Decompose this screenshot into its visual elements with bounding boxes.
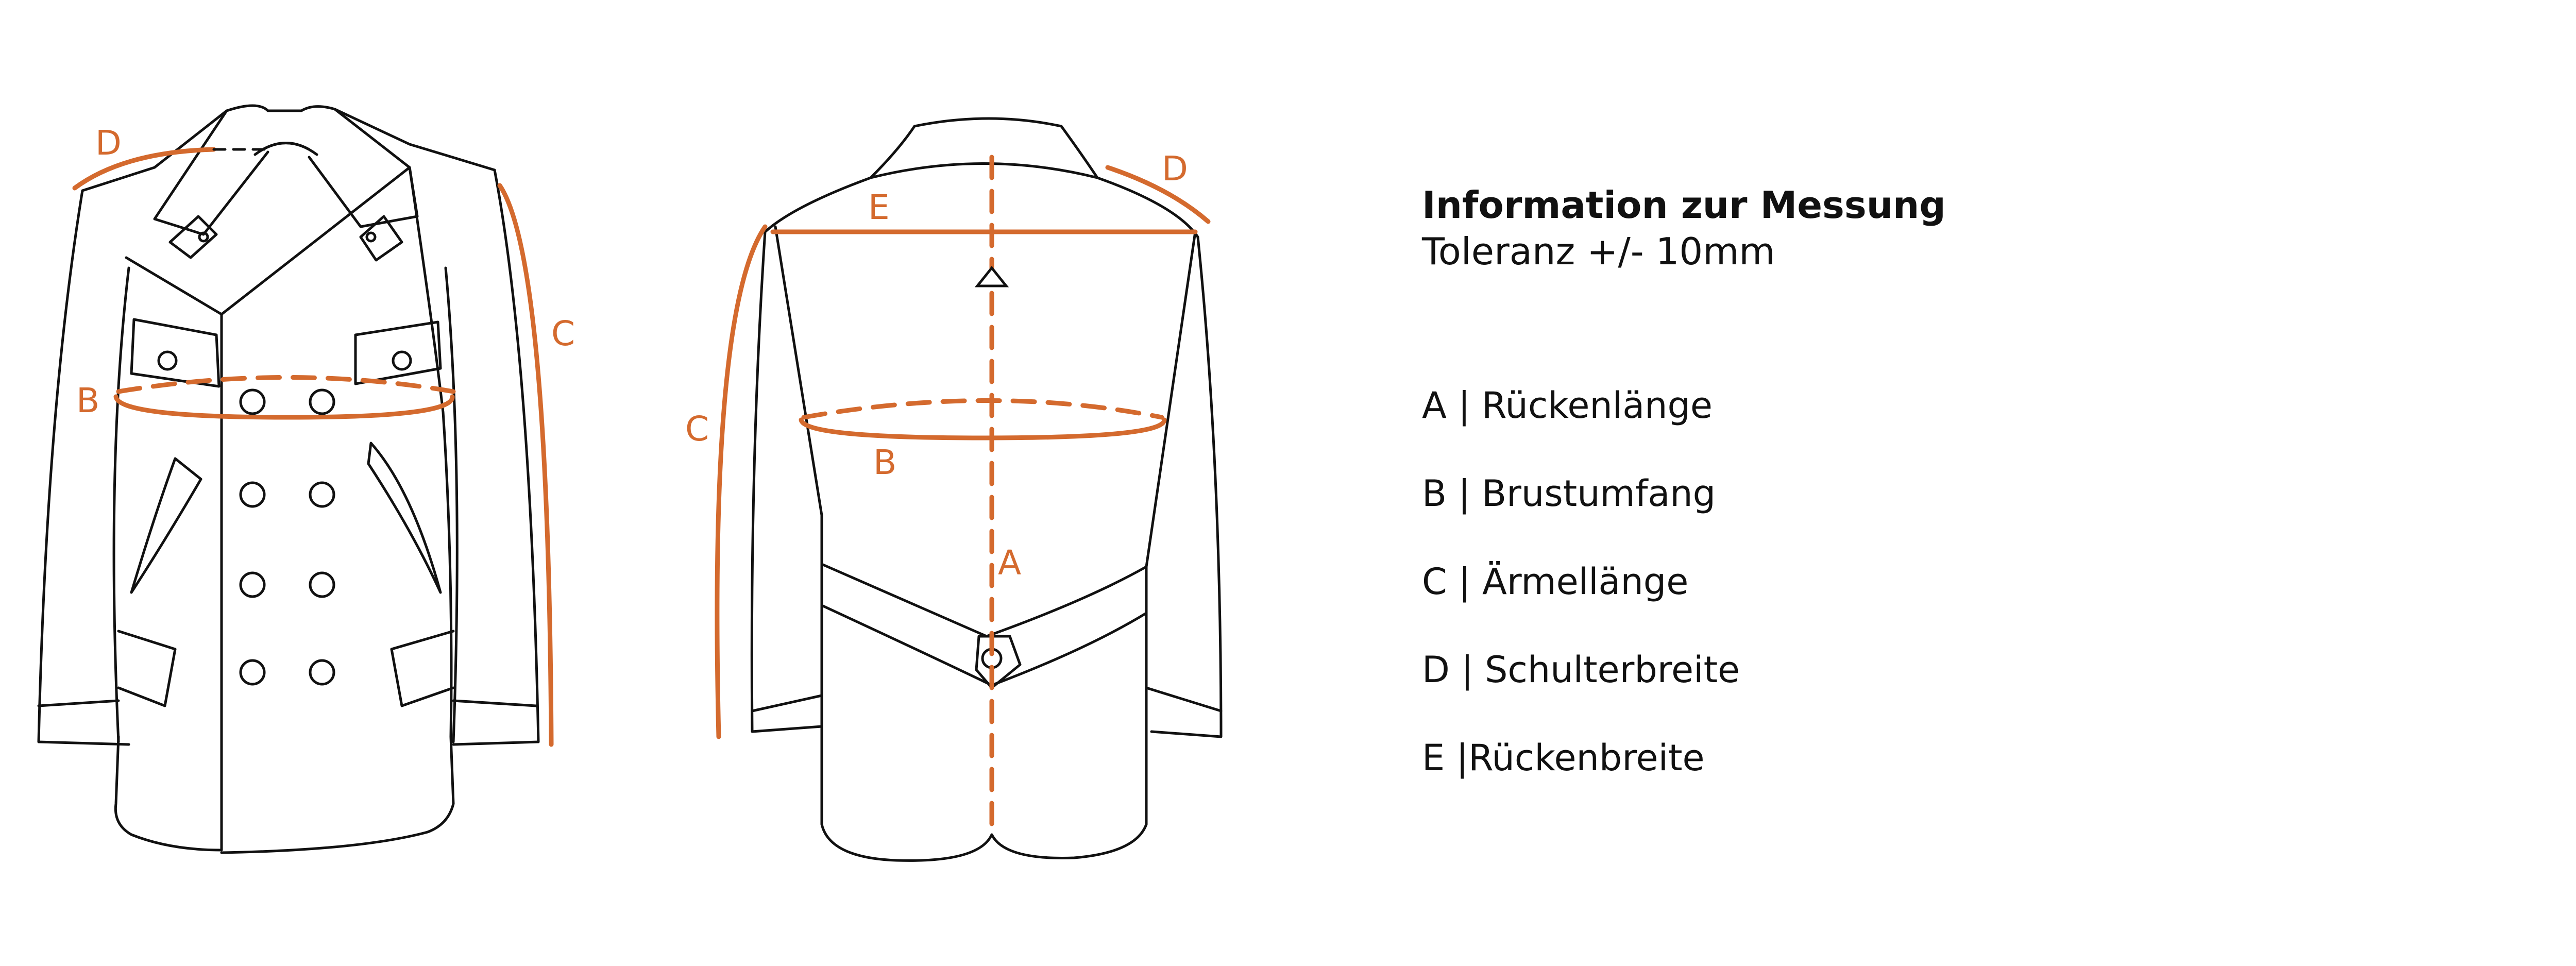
back-marker-c: C	[685, 409, 709, 449]
front-marker-c: C	[551, 314, 575, 353]
front-marker-d: D	[95, 123, 122, 163]
back-marker-a: A	[998, 543, 1021, 583]
front-b-back-dashed	[116, 375, 456, 394]
legend-item-c: C | Ärmellänge	[1422, 560, 1689, 603]
legend-item-b: B | Brustumfang	[1422, 472, 1716, 515]
back-c-line	[715, 224, 768, 739]
info-tolerance: Toleranz +/- 10mm	[1422, 230, 1775, 274]
front-c-line	[497, 183, 554, 747]
back-b-back-dashed	[801, 398, 1164, 420]
info-title: Information zur Messung	[1422, 183, 1946, 227]
legend-item-e: E |Rückenbreite	[1422, 736, 1705, 779]
back-a-arrow	[974, 265, 1009, 287]
legend-item-a: A | Rückenlänge	[1422, 384, 1713, 427]
front-d-line	[72, 147, 216, 191]
measurement-legend: A | Rückenlänge B | Brustumfang C | Ärme…	[1422, 362, 1946, 802]
back-b-front	[799, 417, 1167, 440]
back-marker-e: E	[868, 188, 890, 227]
jacket-front-view	[37, 104, 540, 854]
front-measurement-lines	[72, 147, 554, 747]
back-marker-b: B	[873, 443, 896, 482]
measurement-info-panel: Information zur Messung Toleranz +/- 10m…	[1422, 183, 1946, 802]
back-measurement-lines	[715, 155, 1211, 829]
jacket-measurement-diagram: D C B E D C B A	[37, 104, 1223, 862]
front-marker-b: B	[76, 381, 99, 420]
front-b-front	[113, 394, 455, 420]
back-marker-d: D	[1162, 149, 1188, 189]
legend-item-d: D | Schulterbreite	[1422, 648, 1740, 691]
back-d-line	[1105, 165, 1211, 224]
